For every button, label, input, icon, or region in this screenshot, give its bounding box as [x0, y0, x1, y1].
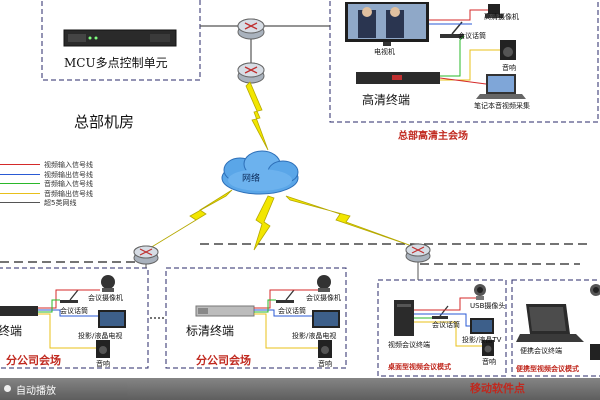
tv-icon: [312, 310, 340, 328]
legend: 视频输入信号线视频输出信号线音频输入信号线音频输出信号线超5类网线: [0, 160, 110, 212]
microphone-icon: [276, 289, 295, 303]
desktop-pc-icon: [394, 300, 414, 336]
proj-right-label: 投影/液晶TV: [462, 336, 502, 344]
branch-left-label: 分公司会场: [6, 354, 61, 367]
terminal-left-label: 终端: [0, 324, 23, 338]
mic-top-label: 会议话筒: [458, 32, 486, 40]
laptop-terminal-label: 便携会议终端: [520, 347, 562, 355]
hd-terminal-label: 高清终端: [362, 93, 411, 107]
legend-line: [0, 173, 40, 175]
sd-terminal-device-icon: [195, 305, 255, 317]
signal-line: [254, 309, 312, 317]
mic-mid-label: 会议话筒: [278, 307, 306, 315]
autoplay-label[interactable]: 自动播放: [16, 386, 56, 397]
tv-icon: [470, 318, 494, 334]
network-bolt: [245, 81, 269, 151]
network-bolt: [149, 189, 233, 249]
signal-line: [254, 313, 318, 349]
legend-line: [0, 192, 40, 194]
speaker-icon: [500, 40, 516, 60]
legend-line: [0, 183, 40, 185]
hq-venue-label: 总部高清主会场: [398, 131, 468, 142]
branch-mid-label: 分公司会场: [196, 354, 251, 367]
laptop-icon: [516, 304, 584, 342]
network-bolt: [253, 195, 275, 251]
hq-venue-box: [329, 0, 599, 123]
signal-line: [38, 299, 60, 313]
speaker-icon: [482, 340, 494, 356]
laptop-icon: [476, 74, 526, 99]
player-bar[interactable]: 自动播放: [0, 378, 600, 400]
portable-mode-label: 便携型视频会议模式: [516, 365, 579, 373]
legend-line: [0, 164, 40, 166]
camera-icon: [317, 275, 331, 292]
speaker-mid-label: 音响: [318, 360, 332, 368]
tv-icon: [345, 2, 429, 46]
signal-line: [429, 9, 488, 21]
desktop-mode-label: 桌面型视频会议模式: [388, 363, 451, 371]
network-bolt: [285, 195, 413, 247]
mic-right-label: 会议话筒: [432, 321, 460, 329]
legend-line: [0, 202, 40, 204]
proj-mid-label: 投影/液晶电视: [292, 332, 337, 340]
signal-line: [440, 35, 465, 77]
branch-mid-box: [165, 267, 347, 369]
signal-line: [439, 77, 487, 85]
signal-line: [254, 289, 318, 309]
autoplay-icon[interactable]: [4, 385, 11, 392]
tv-icon: [98, 310, 126, 328]
desktop-box: [377, 279, 507, 377]
speaker-icon: [318, 340, 332, 358]
branch-left-box: [0, 267, 149, 369]
microphone-icon: [432, 305, 449, 319]
mic-left-label: 会议话筒: [60, 307, 88, 315]
speaker-left-label: 音响: [96, 360, 110, 368]
speaker-top-label: 音响: [502, 64, 516, 72]
sd-terminal-label: 标清终端: [186, 324, 235, 338]
signal-line: [414, 297, 476, 311]
speaker-icon: [96, 340, 110, 358]
desktop-terminal-label: 视频会议终端: [388, 341, 430, 349]
hd-terminal-device-icon: [356, 72, 440, 84]
network-cloud-icon: [221, 150, 299, 195]
hq-room-label: 总部机房: [74, 113, 135, 131]
microphone-icon: [60, 289, 79, 303]
router-icon: [237, 18, 265, 40]
network-label: 网络: [242, 174, 261, 184]
signal-line: [38, 313, 96, 349]
proj-left-label: 投影/液晶电视: [78, 332, 123, 340]
usb-camera-icon: [590, 284, 600, 296]
signal-line: [254, 299, 276, 313]
mobile-label: 移动软件点: [470, 382, 525, 395]
signal-line: [38, 309, 98, 317]
signal-line: [414, 313, 470, 327]
camera-icon: [101, 275, 115, 292]
signal-line: [414, 321, 482, 347]
camera-left-label: 会议摄像机: [88, 294, 123, 302]
usb-cam-label: USB摄像头: [470, 302, 506, 310]
hd-camera-icon: [485, 4, 503, 18]
router-icon: [405, 243, 431, 263]
legend-label: 超5类网线: [44, 199, 77, 207]
usb-camera-icon: [474, 284, 486, 300]
speaker-icon: [590, 344, 600, 360]
tv-label: 电视机: [374, 48, 395, 56]
laptop-top-label: 笔记本音视频采集: [474, 102, 530, 110]
legend-label: 视频输出信号线: [44, 170, 93, 179]
router-icon: [237, 62, 265, 84]
camera-mid-label: 会议摄像机: [306, 294, 341, 302]
legend-label: 音频输出信号线: [44, 189, 93, 198]
legend-label: 音频输入信号线: [44, 180, 93, 188]
mcu-label: MCU多点控制单元: [64, 56, 168, 70]
speaker-right-label: 音响: [482, 358, 496, 366]
signal-line: [38, 289, 100, 309]
mcu-device-icon: [63, 29, 177, 47]
router-icon: [133, 245, 159, 265]
portable-box: [511, 279, 600, 377]
hd-camera-label: 高清摄像机: [484, 13, 519, 21]
terminal-device-icon: [0, 306, 38, 316]
legend-label: 视频输入信号线: [44, 161, 93, 169]
